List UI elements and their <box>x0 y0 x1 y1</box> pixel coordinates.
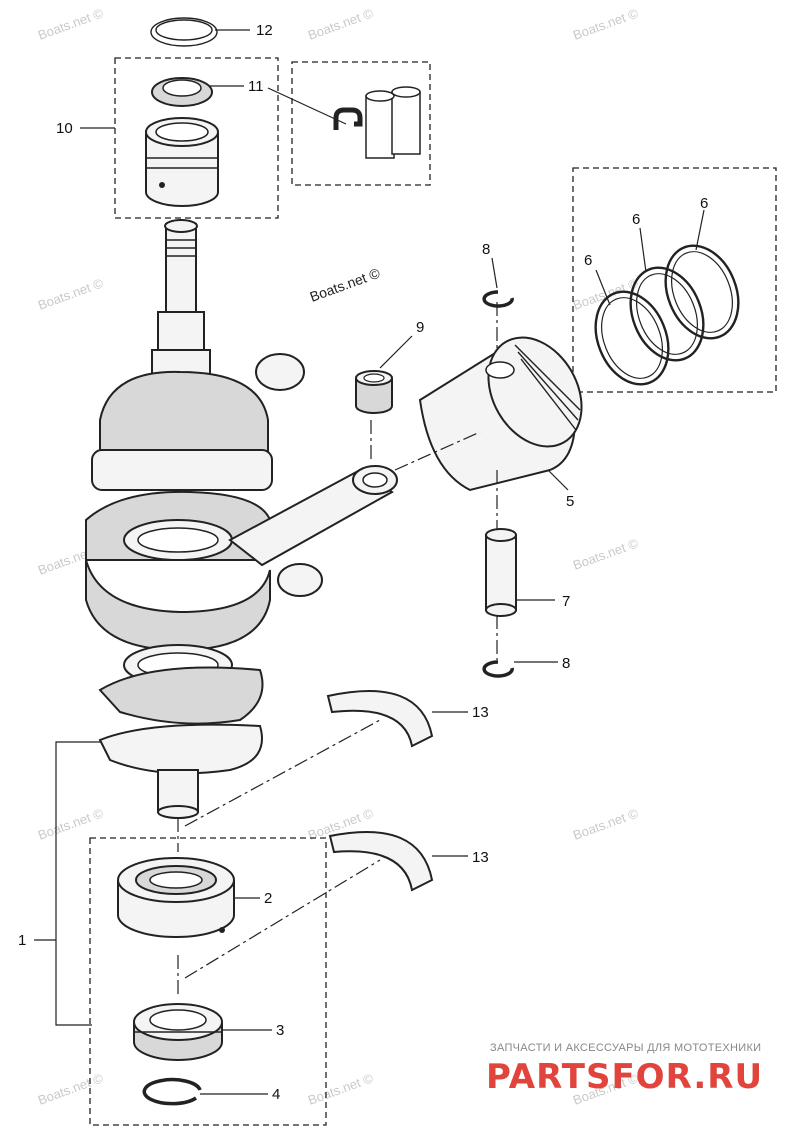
part-7-wrist-pin <box>485 528 517 617</box>
axis-line <box>184 719 381 827</box>
callout-13-lower: 13 <box>472 849 489 866</box>
part-5-piston <box>418 336 583 492</box>
part-6-rings <box>594 244 740 386</box>
part-8-clip-lower <box>482 660 514 678</box>
callout-7: 7 <box>562 593 570 610</box>
callout-8-lower: 8 <box>562 655 570 672</box>
callout-9: 9 <box>416 319 424 336</box>
callout-4: 4 <box>272 1086 280 1103</box>
callout-6-middle: 6 <box>632 211 640 228</box>
grease-icon <box>333 86 421 159</box>
watermark-text: Boats.net © <box>571 805 641 843</box>
ring-set-box <box>572 167 777 393</box>
axis-line <box>394 431 481 471</box>
connecting-rod <box>228 465 398 567</box>
part-2-ball-bearing <box>117 857 235 938</box>
watermark-text: Boats.net © <box>306 5 376 43</box>
callout-10: 10 <box>56 120 73 137</box>
watermark-text: Boats.net © <box>571 5 641 43</box>
watermark-main: Boats.net © <box>308 264 383 304</box>
group-box-10 <box>114 57 279 219</box>
callout-8-upper: 8 <box>482 241 490 258</box>
part-8-clip-upper <box>482 290 514 308</box>
part-3-oil-seal <box>133 1003 223 1061</box>
group-box-bearings <box>89 837 327 1126</box>
leader-lines <box>34 29 705 1095</box>
callout-6-right: 6 <box>700 195 708 212</box>
watermark-text: Boats.net © <box>36 1070 106 1108</box>
part-4-snap-ring <box>142 1077 202 1106</box>
part-1-crankshaft <box>85 219 323 819</box>
brand-tagline: ЗАПЧАСТИ И АКСЕССУАРЫ ДЛЯ МОТОТЕХНИКИ <box>490 1042 761 1054</box>
watermark-text: Boats.net © <box>36 5 106 43</box>
callout-2: 2 <box>264 890 272 907</box>
grease-box <box>291 61 431 186</box>
watermark-text: Boats.net © <box>306 1070 376 1108</box>
part-9-needle-bearing <box>355 370 393 414</box>
part-11-seal <box>151 77 213 107</box>
part-13-washer-upper <box>326 690 434 748</box>
watermark-text: Boats.net © <box>571 535 641 573</box>
part-10-bearing <box>145 117 219 207</box>
part-13-washer-lower <box>328 831 434 892</box>
callout-5: 5 <box>566 493 574 510</box>
callout-1: 1 <box>18 932 26 949</box>
watermark-text: Boats.net © <box>36 275 106 313</box>
callout-13-upper: 13 <box>472 704 489 721</box>
part-12-ring <box>150 17 218 47</box>
callout-11: 11 <box>248 78 264 95</box>
callout-3: 3 <box>276 1022 284 1039</box>
callout-6-left: 6 <box>584 252 592 269</box>
callout-12: 12 <box>256 22 273 39</box>
watermark-text: Boats.net © <box>36 805 106 843</box>
axis-line <box>184 859 381 979</box>
brand-logo: PARTSFOR.RU <box>486 1057 763 1097</box>
